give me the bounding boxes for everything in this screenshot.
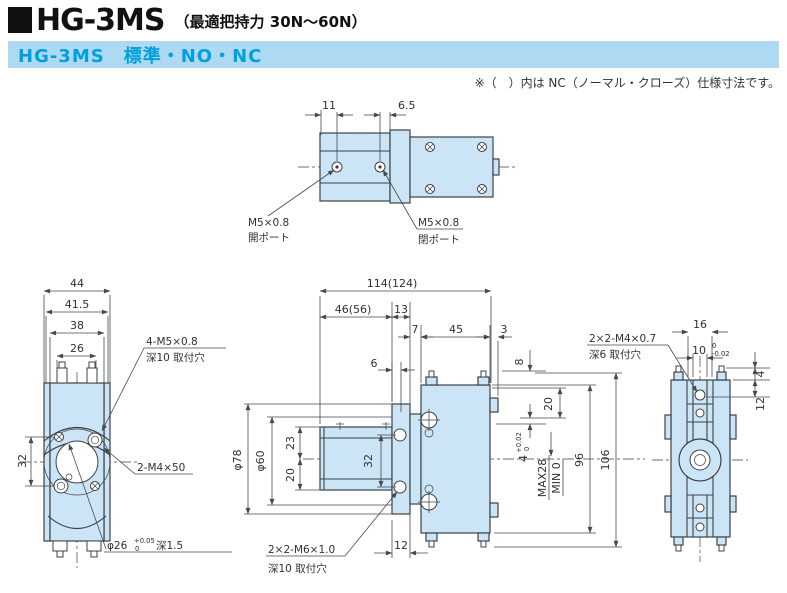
dim-16: 16	[693, 318, 707, 331]
close-port-label-name: 閉ポート	[418, 234, 460, 246]
front-mount-label-depth: 深10 取付穴	[268, 562, 327, 575]
dim-46: 46(56)	[335, 303, 372, 316]
dim-4-tol-bottom: 0	[523, 447, 531, 451]
dim-96: 96	[573, 453, 586, 467]
top-view: 11 6.5 M5×0.8 開ポート M5×0.8 閉ポート	[248, 99, 516, 246]
black-square-marker	[8, 7, 32, 33]
dim-10-tol-bottom: -0.02	[712, 350, 730, 358]
dim-20-right: 20	[542, 397, 555, 411]
dim-6-5: 6.5	[398, 99, 416, 112]
side-screw-label: 2-M4×50	[137, 462, 185, 474]
end-mount-label-depth: 深6 取付穴	[589, 348, 642, 361]
dim-45: 45	[449, 323, 463, 336]
dim-26: 26	[70, 342, 84, 355]
side-mount-label-thread: 4-M5×0.8	[146, 336, 198, 348]
stroke-max-label: MAX28	[536, 459, 549, 498]
dim-32-front: 32	[362, 454, 375, 468]
bore-label-depth: 深1.5	[156, 540, 183, 552]
end-view: 16 10 0 -0.02 4 12 2×2-M4×0.7 深6 取付穴	[587, 318, 770, 562]
dim-20-left: 20	[284, 468, 297, 482]
dim-12-end: 12	[754, 397, 767, 411]
dim-4-end: 4	[754, 371, 767, 378]
open-port-label-thread: M5×0.8	[248, 217, 289, 229]
bore-tol-bottom: 0	[135, 545, 139, 553]
nc-dimension-note: ※（ ）内は NC（ノーマル・クローズ）仕様寸法です。	[474, 76, 780, 90]
dim-41-5: 41.5	[65, 298, 90, 311]
open-port-label-name: 開ポート	[248, 232, 290, 244]
dim-4-tol-top: +0.02	[515, 432, 523, 453]
dim-12-front: 12	[394, 539, 408, 552]
dim-38: 38	[70, 319, 84, 332]
front-mount-label-thread: 2×2-M6×1.0	[268, 544, 335, 556]
side-view: 44 41.5 38 26	[16, 277, 232, 568]
dim-44: 44	[70, 277, 84, 290]
front-view: 114(124) 46(56) 13 7 45 3 6	[231, 277, 645, 575]
bore-label-dia: φ26	[107, 540, 128, 552]
dim-13: 13	[394, 303, 408, 316]
center-bore	[55, 440, 99, 484]
dim-11: 11	[322, 99, 336, 112]
page-title-grip-force: （最適把持力 30N～60N）	[174, 13, 367, 31]
dim-6: 6	[371, 357, 378, 370]
dim-10-tol-top: 0	[712, 342, 716, 350]
bore-tol-top: +0.05	[134, 537, 155, 545]
variant-bar: HG-3MS 標準・NO・NC	[8, 41, 779, 68]
variant-bar-label: HG-3MS 標準・NO・NC	[18, 45, 263, 67]
dim-3: 3	[501, 323, 508, 336]
dim-106: 106	[599, 450, 612, 471]
dim-4-tol-group: 4 +0.02 0	[515, 432, 531, 462]
dim-32-side: 32	[16, 454, 29, 468]
page-title: HG-3MS	[36, 3, 166, 38]
page-header: HG-3MS （最適把持力 30N～60N）	[8, 6, 367, 36]
dim-phi60: φ60	[254, 450, 267, 471]
dim-10: 10	[692, 344, 706, 357]
end-mount-label-thread: 2×2-M4×0.7	[589, 333, 656, 345]
m4-mount-hole-bottom2	[695, 522, 705, 532]
dim-4-front: 4	[517, 455, 530, 462]
dim-phi78: φ78	[231, 449, 244, 470]
dim-114: 114(124)	[367, 277, 418, 290]
m4-mount-hole-bottom1	[695, 503, 705, 513]
dim-23: 23	[284, 436, 297, 450]
close-port-label-thread: M5×0.8	[418, 217, 459, 229]
m4-mount-hole-top1	[694, 389, 706, 401]
dim-7: 7	[412, 323, 419, 336]
dim-8: 8	[513, 359, 526, 366]
side-mount-label-depth: 深10 取付穴	[146, 351, 205, 364]
stroke-min-label: MIN 0	[550, 462, 563, 493]
m4-mount-hole-top2	[695, 408, 705, 418]
